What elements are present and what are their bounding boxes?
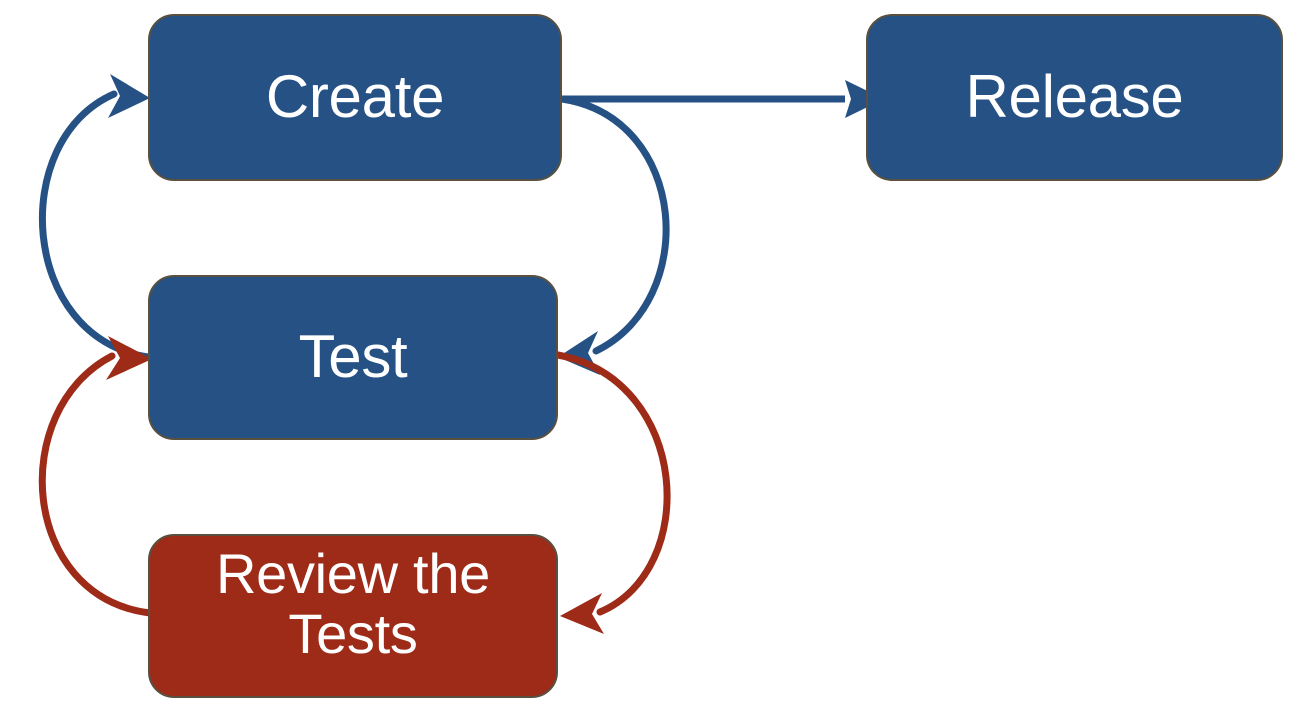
node-review-the-tests[interactable]: Review the Tests: [148, 534, 558, 698]
node-release-label: Release: [965, 63, 1184, 131]
node-release[interactable]: Release: [866, 14, 1283, 181]
arrowhead-icon: [108, 74, 150, 118]
edge-test-to-create: [38, 74, 152, 361]
edge-create-to-release: [562, 80, 884, 118]
edge-review-to-test: [38, 336, 154, 617]
arrowhead-icon: [558, 331, 600, 375]
node-create-label: Create: [265, 63, 445, 131]
node-create[interactable]: Create: [148, 14, 562, 181]
node-review-the-tests-label: Review the Tests: [215, 542, 491, 666]
arrowhead-icon: [560, 593, 604, 634]
edge-test-to-review: [554, 351, 671, 634]
node-test-label: Test: [298, 323, 408, 391]
node-test[interactable]: Test: [148, 275, 558, 440]
arrowhead-icon: [106, 336, 152, 380]
edge-create-to-test: [558, 95, 670, 375]
